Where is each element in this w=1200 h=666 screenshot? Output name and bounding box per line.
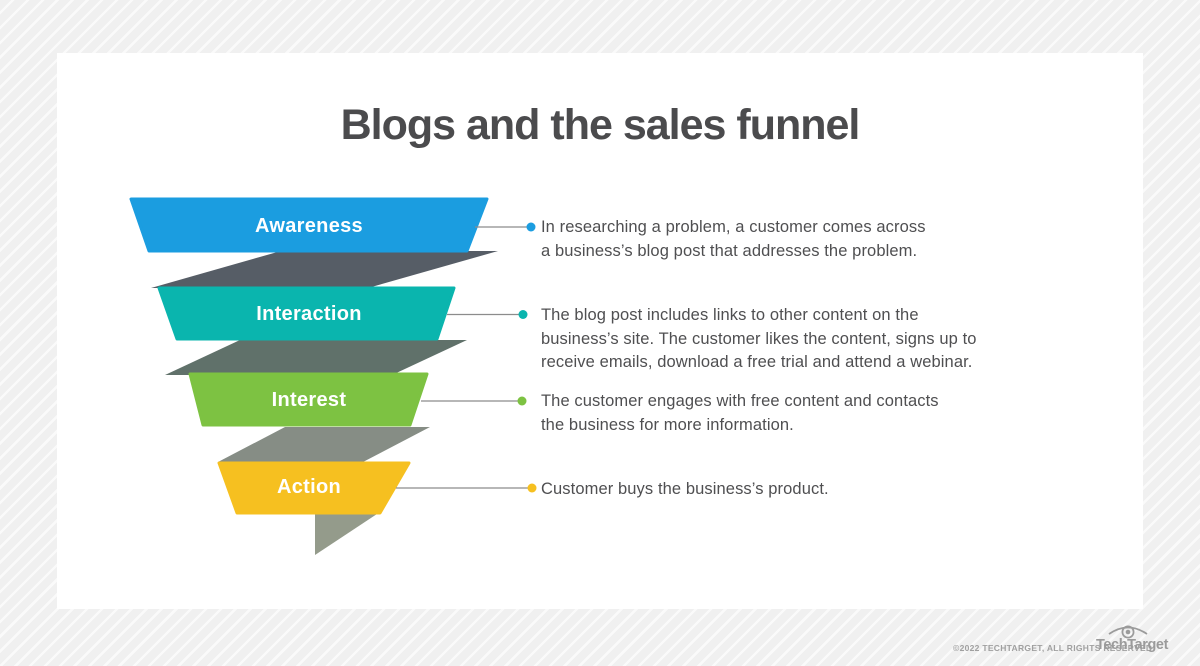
connector-ribbon-2 <box>165 340 467 375</box>
funnel-stage-interest <box>188 372 429 427</box>
callout-dot-action <box>527 483 537 493</box>
stage-label-action: Action <box>276 476 342 498</box>
stage-description-action: Customer buys the business’s product. <box>541 480 829 498</box>
stage-description-awareness: In researching a problem, a customer com… <box>541 218 926 260</box>
funnel-stage-interaction <box>157 286 456 341</box>
callout-dot-awareness <box>526 222 536 232</box>
callout-dot-interest <box>517 396 527 406</box>
copyright-text: ©2022 TECHTARGET, ALL RIGHTS RESERVED <box>953 643 1153 653</box>
stage-description-interaction: The blog post includes links to other co… <box>541 306 977 371</box>
connector-ribbon-3 <box>218 427 430 462</box>
funnel-tail <box>315 512 380 555</box>
stage-description-interest: The customer engages with free content a… <box>541 392 939 434</box>
connector-ribbon-1 <box>151 251 498 288</box>
stage-label-interest: Interest <box>271 389 347 411</box>
funnel-stage-action <box>217 461 411 515</box>
page-title: Blogs and the sales funnel <box>340 101 861 149</box>
stage-label-interaction: Interaction <box>256 303 362 325</box>
funnel-stage-awareness <box>129 197 489 253</box>
stage-label-awareness: Awareness <box>255 215 363 237</box>
callout-dot-interaction <box>518 310 528 319</box>
brand-logo: TechTarget <box>1096 637 1169 653</box>
eye-icon <box>1108 625 1148 639</box>
